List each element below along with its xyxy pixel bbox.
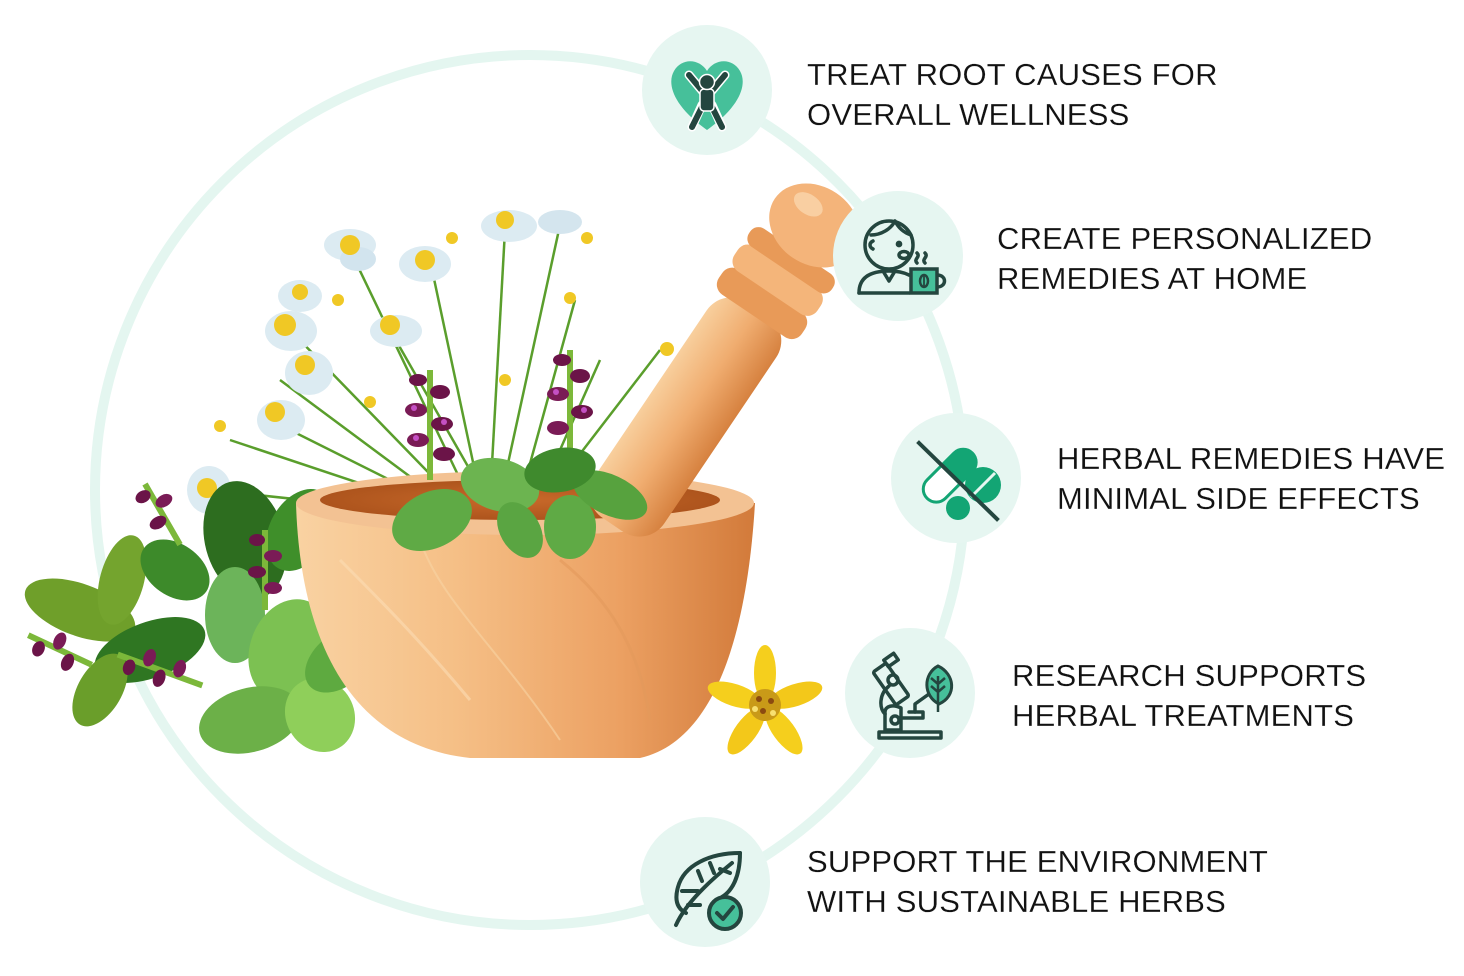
left-herb-leaves <box>24 481 375 754</box>
benefit-4-icon-bubble <box>845 628 975 758</box>
benefit-2-text: CREATE PERSONALIZED REMEDIES AT HOME <box>997 219 1372 299</box>
benefit-1-line-1: TREAT ROOT CAUSES FOR <box>807 57 1218 92</box>
benefit-1-text: TREAT ROOT CAUSES FOR OVERALL WELLNESS <box>807 55 1218 135</box>
leaf-check-icon <box>674 851 743 931</box>
benefit-2-icon-bubble <box>833 191 963 321</box>
benefit-5-line-1: SUPPORT THE ENVIRONMENT <box>807 844 1269 879</box>
bowl-rim-leaves <box>392 447 648 559</box>
benefit-1-icon-bubble <box>642 25 772 155</box>
chamomile-flowers <box>187 210 674 514</box>
benefit-2-line-1: CREATE PERSONALIZED <box>997 221 1373 256</box>
benefit-3-line-1: HERBAL REMEDIES HAVE <box>1057 441 1446 476</box>
benefit-4-text: RESEARCH SUPPORTS HERBAL TREATMENTS <box>1012 656 1366 736</box>
no-pills-icon <box>916 440 1001 522</box>
benefit-3-line-2: MINIMAL SIDE EFFECTS <box>1057 481 1420 516</box>
yellow-flower <box>707 645 823 755</box>
person-with-tea-icon <box>857 219 947 295</box>
benefit-2-line-2: REMEDIES AT HOME <box>997 261 1308 296</box>
heart-person-icon <box>671 61 743 132</box>
benefit-4-line-1: RESEARCH SUPPORTS <box>1012 658 1367 693</box>
benefit-4-line-2: HERBAL TREATMENTS <box>1012 698 1355 733</box>
sage-flowers <box>27 350 593 689</box>
benefit-1-line-2: OVERALL WELLNESS <box>807 97 1130 132</box>
benefit-3-icon-bubble <box>891 413 1021 543</box>
microscope-leaf-icon <box>872 651 954 740</box>
benefit-5-icon-bubble <box>640 817 770 947</box>
benefit-3-text: HERBAL REMEDIES HAVE MINIMAL SIDE EFFECT… <box>1057 439 1445 519</box>
benefit-5-text: SUPPORT THE ENVIRONMENT WITH SUSTAINABLE… <box>807 842 1268 922</box>
benefit-5-line-2: WITH SUSTAINABLE HERBS <box>807 884 1226 919</box>
